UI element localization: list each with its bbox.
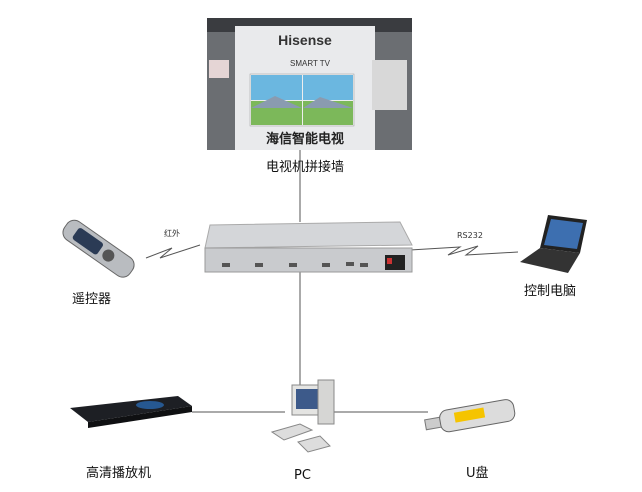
photo-slogan: 海信智能电视 — [266, 131, 344, 147]
rs232-zigzag — [409, 245, 519, 256]
label-video-wall: 电视机拼接墙 — [266, 160, 345, 175]
photo-brand: Hisense — [278, 32, 332, 48]
pc — [270, 379, 335, 453]
infrared-zigzag — [145, 244, 201, 259]
label-rs232: RS232 — [457, 231, 483, 240]
label-control-pc: 控制电脑 — [524, 284, 577, 299]
label-usb: U盘 — [466, 466, 489, 481]
video-wall-photo: Hisense SMART TV 海信智能电视 — [207, 18, 412, 150]
remote-control — [62, 219, 135, 278]
usb-drive — [424, 399, 516, 433]
hd-player — [70, 396, 192, 428]
label-pc: PC — [294, 468, 311, 483]
photo-smart-tv: SMART TV — [290, 59, 331, 68]
label-infrared: 红外 — [164, 229, 180, 238]
laptop — [520, 215, 587, 273]
label-remote: 遥控器 — [72, 292, 112, 307]
matrix-controller — [204, 221, 413, 273]
label-hd-player: 高清播放机 — [86, 466, 152, 481]
